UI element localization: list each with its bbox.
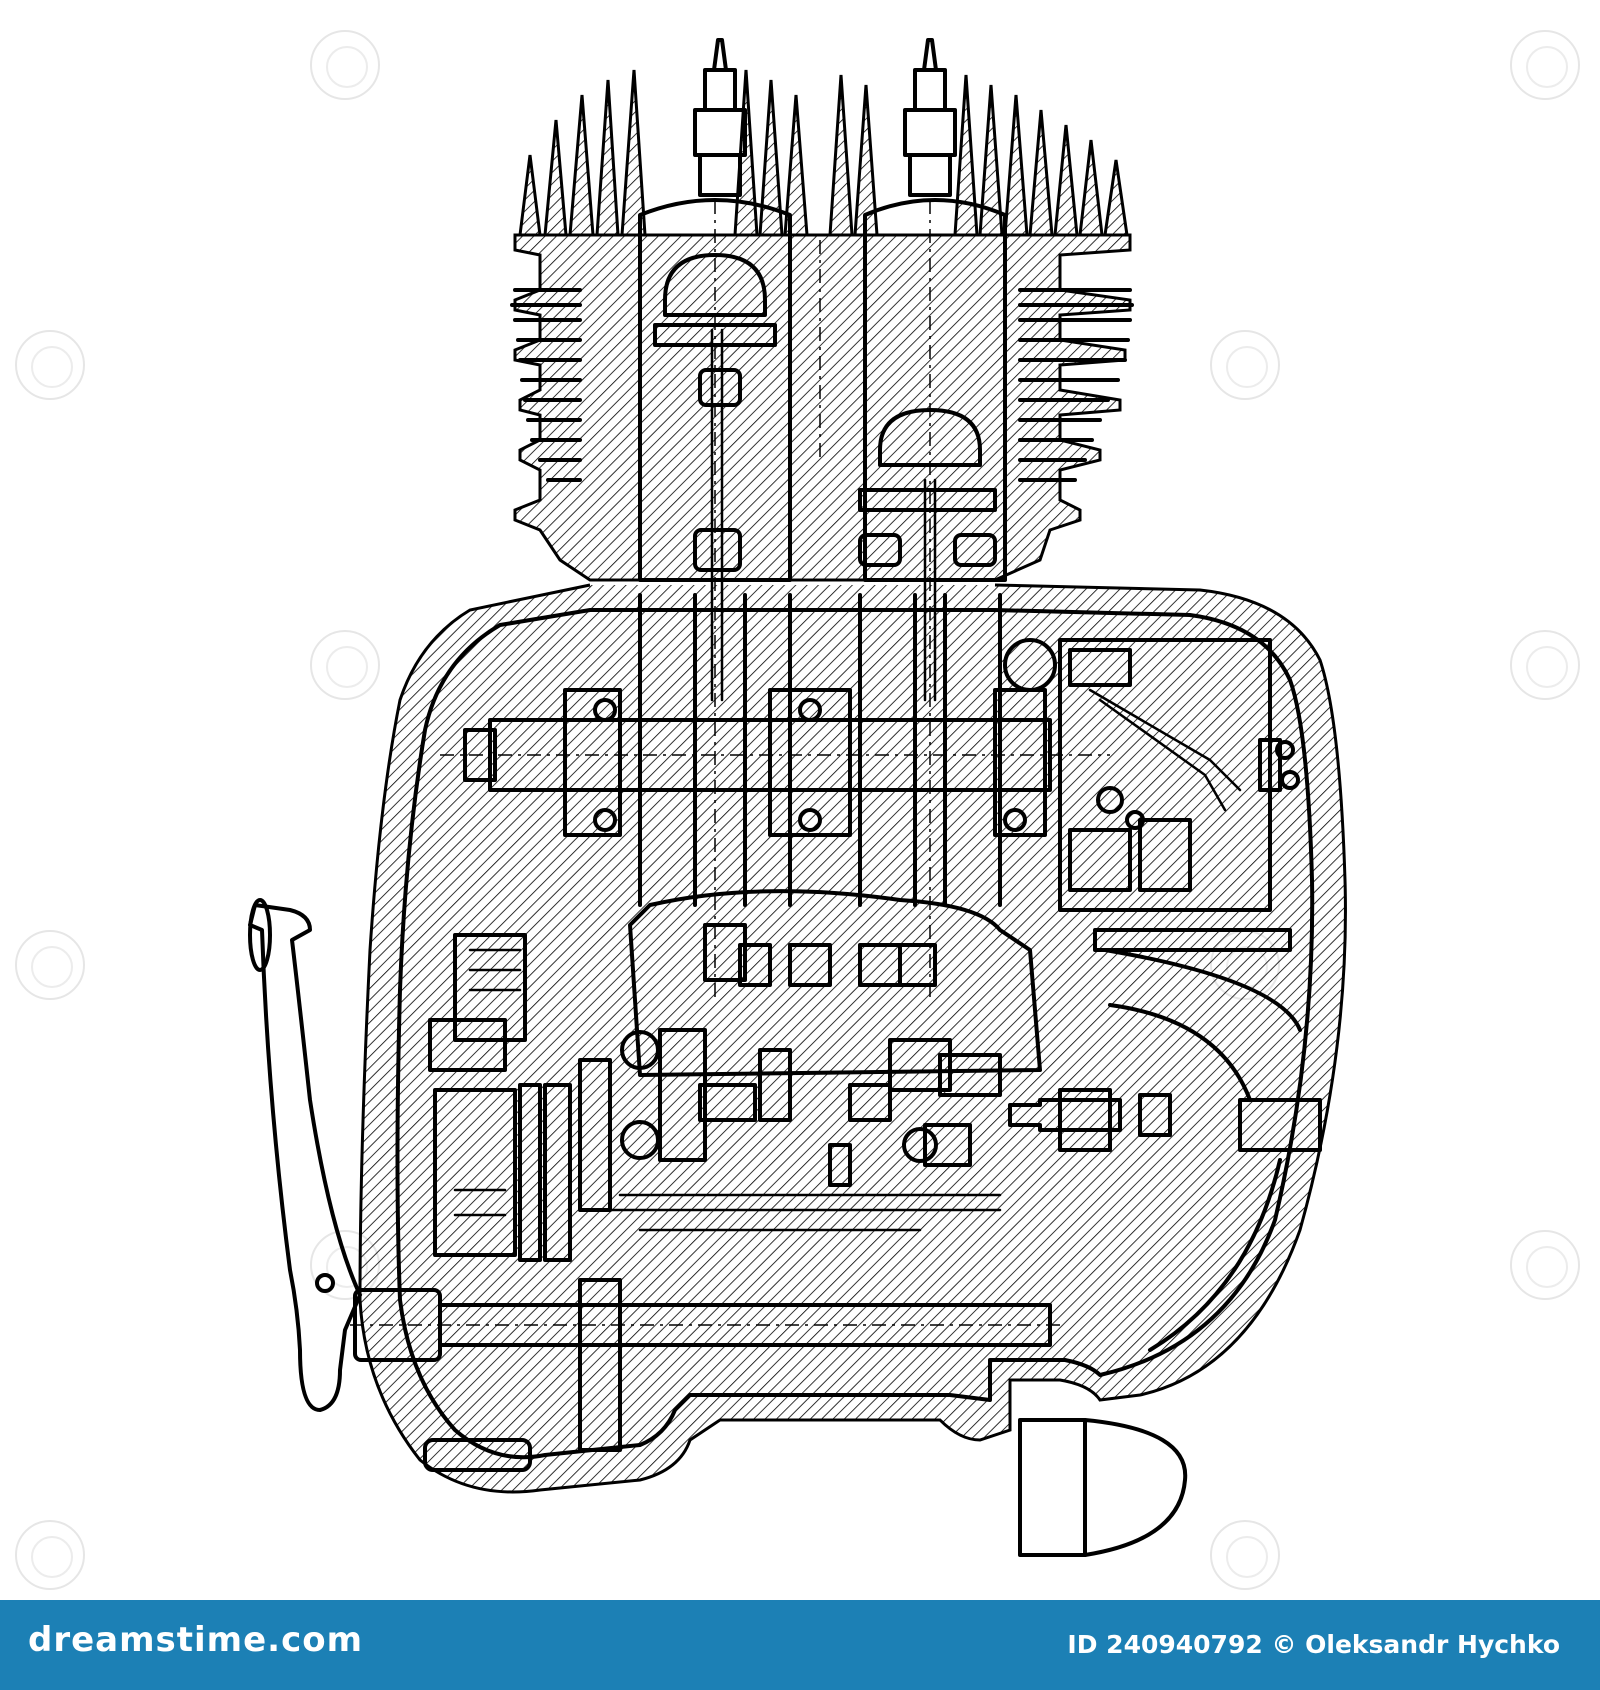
gearbox <box>598 889 1172 1232</box>
watermark-icon <box>310 630 380 700</box>
watermark-icon <box>310 30 380 100</box>
watermark-icon <box>1510 1230 1580 1300</box>
clutch-assembly <box>428 933 612 1262</box>
engine-cutaway-illustration <box>248 38 1347 1557</box>
right-chamber-ribs <box>1093 928 1322 1352</box>
kickstart-lever <box>248 898 1060 1412</box>
crankshaft <box>440 688 1110 837</box>
brand-logo-text: dreamstime.com <box>28 1620 364 1660</box>
gear-lever-housing <box>423 1278 1188 1557</box>
watermark-icon <box>1210 1520 1280 1590</box>
spark-plug-right <box>903 38 957 197</box>
watermark-icon <box>1210 330 1280 400</box>
watermark-footer-bar: dreamstime.com ID 240940792 © Oleksandr … <box>0 1600 1600 1690</box>
right-cylinder-fins <box>1018 288 1134 482</box>
watermark-icon <box>1510 630 1580 700</box>
left-cylinder-bore <box>638 198 792 582</box>
watermark-icon <box>1510 30 1580 100</box>
cylinder-head <box>513 233 1132 582</box>
watermark-icon <box>15 330 85 400</box>
image-credit: ID 240940792 © Oleksandr Hychko <box>1067 1630 1560 1659</box>
watermark-icon <box>15 930 85 1000</box>
left-piston <box>653 253 777 572</box>
left-cylinder-fins <box>510 288 582 482</box>
magneto-generator <box>1003 638 1300 912</box>
right-cylinder-bore <box>863 198 1007 582</box>
spark-plug-left <box>693 38 747 197</box>
cylinder-head-fins <box>518 69 1129 237</box>
watermark-icon <box>15 1520 85 1590</box>
right-piston <box>858 408 997 567</box>
crankcase-inner-wall <box>395 608 1315 1460</box>
